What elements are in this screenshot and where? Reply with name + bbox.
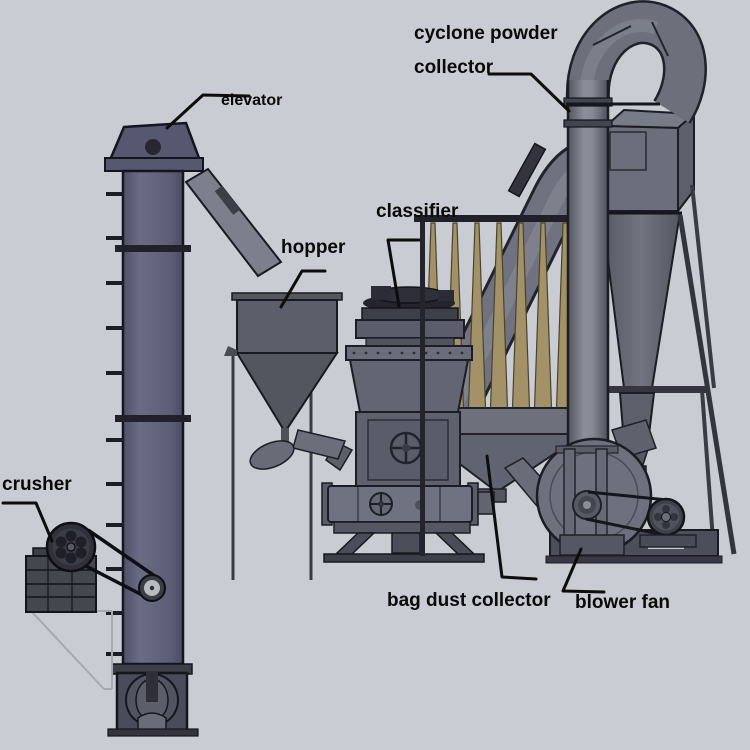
elevator-bolts [106, 192, 124, 656]
label-blower-fan: blower fan [575, 592, 671, 613]
label-cyclone-powder-collector-line1: cyclone powder [414, 23, 558, 44]
elevator-illustration [104, 121, 283, 737]
mill-handwheel [389, 431, 423, 465]
leader-line-cyclone-powder-collector [487, 72, 571, 113]
leader-line-bag-dust-collector [485, 454, 538, 581]
bag-frame-top-rail [414, 215, 588, 222]
mill-gearbox [327, 485, 473, 523]
fan-belt [585, 517, 665, 537]
cyclone-leg [700, 389, 716, 555]
classifier-assembly [361, 286, 459, 321]
leader-line-hopper [279, 269, 327, 309]
cyclone-cone [600, 212, 682, 389]
fan-outlet-pipe [568, 80, 608, 452]
pipe-flange [563, 97, 613, 107]
elevator-discharge-chute [184, 167, 283, 278]
crusher-belt [87, 528, 163, 583]
cyclone-leg [677, 214, 737, 555]
label-elevator: elevator [221, 92, 283, 109]
hopper-illustration [224, 292, 347, 580]
leader-line-elevator [165, 93, 251, 130]
duct-flange [507, 142, 547, 198]
crusher-flywheel [45, 521, 97, 573]
elevator-boot [107, 663, 199, 737]
gearbox-handwheel [369, 492, 393, 516]
cyclone-panel [609, 131, 647, 171]
fan-belt [587, 490, 669, 502]
grinding-mill-illustration [321, 286, 495, 563]
crusher-belt [83, 563, 147, 599]
leader-line-crusher [1, 501, 54, 543]
leader-line-blower-fan [561, 547, 606, 594]
motor-pulley [646, 497, 686, 537]
crusher-illustration [25, 521, 166, 690]
blower-fan-illustration [535, 419, 697, 556]
fan-frame-plate [563, 448, 576, 536]
hopper-feeder [249, 428, 347, 470]
crusher-chute-wireframe [31, 610, 113, 690]
air-pipe-and-elbow [563, 0, 707, 452]
bag-frame-post [420, 222, 425, 556]
label-crusher: crusher [2, 474, 72, 495]
cyclone-platform [596, 386, 706, 393]
label-cyclone-powder-collector-line2: collector [414, 57, 494, 78]
elevator-drive-pulley [138, 574, 166, 602]
label-bag-dust-collector: bag dust collector [387, 590, 551, 611]
pipe-flange [563, 119, 613, 128]
label-classifier: classifier [376, 201, 459, 222]
cyclone-leg [690, 184, 716, 389]
leader-line-classifier [386, 238, 421, 308]
hopper-funnel [235, 352, 339, 434]
label-hopper: hopper [281, 237, 346, 258]
